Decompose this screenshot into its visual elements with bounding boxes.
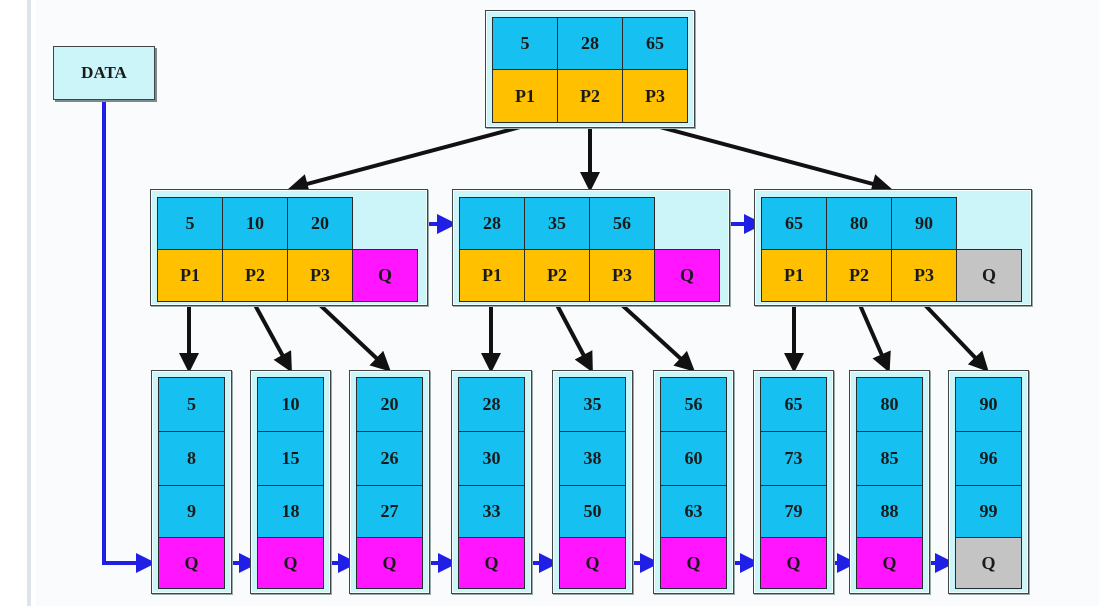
- next-pointer: Q: [257, 537, 324, 589]
- root-node: 5 28 65 P1 P2 P3: [485, 10, 695, 128]
- next-pointer: Q: [559, 537, 626, 589]
- next-pointer: Q: [352, 249, 418, 302]
- root-key: 65: [622, 17, 688, 70]
- leaf-node: 56 60 63 Q: [653, 370, 734, 594]
- leaf-key: 20: [356, 377, 423, 432]
- leaf-key: 35: [559, 377, 626, 432]
- internal-key: 80: [826, 197, 892, 250]
- leaf-key: 88: [856, 485, 923, 538]
- internal-pointer: P1: [459, 249, 525, 302]
- internal-key: 10: [222, 197, 288, 250]
- leaf-node: 35 38 50 Q: [552, 370, 633, 594]
- leaf-key: 28: [458, 377, 525, 432]
- leaf-key: 5: [158, 377, 225, 432]
- leaf-key: 96: [955, 431, 1022, 486]
- internal-key: 20: [287, 197, 353, 250]
- internal-key: 56: [589, 197, 655, 250]
- leaf-key: 85: [856, 431, 923, 486]
- next-pointer: Q: [856, 537, 923, 589]
- edge-i2-p3: [620, 303, 695, 372]
- leaf-key: 63: [660, 485, 727, 538]
- edge-i2-p2: [555, 304, 593, 373]
- leaf-node: 80 85 88 Q: [849, 370, 930, 594]
- internal-pointer: P2: [222, 249, 288, 302]
- leaf-key: 18: [257, 485, 324, 538]
- edge-i1-p2: [253, 304, 292, 373]
- leaf-node: 65 73 79 Q: [753, 370, 834, 594]
- leaf-key: 80: [856, 377, 923, 432]
- internal-key: 90: [891, 197, 957, 250]
- leaf-key: 8: [158, 431, 225, 486]
- null-pointer: Q: [955, 537, 1022, 589]
- leaf-key: 10: [257, 377, 324, 432]
- root-key: 28: [557, 17, 623, 70]
- leaf-key: 50: [559, 485, 626, 538]
- internal-node: 65 80 90 P1 P2 P3 Q: [754, 189, 1032, 306]
- leaf-node: 20 26 27 Q: [349, 370, 430, 594]
- root-key: 5: [492, 17, 558, 70]
- leaf-node: 28 30 33 Q: [451, 370, 532, 594]
- internal-pointer: P3: [589, 249, 655, 302]
- leaf-key: 33: [458, 485, 525, 538]
- root-pointer: P3: [622, 69, 688, 123]
- internal-pointer: P1: [761, 249, 827, 302]
- leaf-key: 9: [158, 485, 225, 538]
- root-pointer: P1: [492, 69, 558, 123]
- next-pointer: Q: [654, 249, 720, 302]
- leaf-key: 15: [257, 431, 324, 486]
- internal-key: 5: [157, 197, 223, 250]
- leaf-key: 30: [458, 431, 525, 486]
- internal-pointer: P3: [891, 249, 957, 302]
- leaf-key: 99: [955, 485, 1022, 538]
- left-border: [0, 0, 33, 606]
- edge-i1-p3: [318, 303, 391, 372]
- edge-i3-p3: [923, 303, 989, 372]
- internal-pointer: P2: [826, 249, 892, 302]
- internal-node: 28 35 56 P1 P2 P3 Q: [452, 189, 730, 306]
- next-pointer: Q: [356, 537, 423, 589]
- next-pointer: Q: [458, 537, 525, 589]
- edge-root-p1: [288, 124, 525, 194]
- root-pointer: P2: [557, 69, 623, 123]
- internal-pointer: P2: [524, 249, 590, 302]
- link-data-leaf: [102, 101, 156, 573]
- next-pointer: Q: [760, 537, 827, 589]
- leaf-key: 65: [760, 377, 827, 432]
- null-pointer: Q: [956, 249, 1022, 302]
- internal-pointer: P1: [157, 249, 223, 302]
- leaf-key: 90: [955, 377, 1022, 432]
- next-pointer: Q: [158, 537, 225, 589]
- internal-key: 28: [459, 197, 525, 250]
- data-label: DATA: [81, 63, 127, 82]
- leaf-node: 10 15 18 Q: [250, 370, 331, 594]
- next-pointer: Q: [660, 537, 727, 589]
- leaf-node: 90 96 99 Q: [948, 370, 1029, 594]
- leaf-key: 73: [760, 431, 827, 486]
- leaf-node: 5 8 9 Q: [151, 370, 232, 594]
- internal-key: 35: [524, 197, 590, 250]
- leaf-key: 26: [356, 431, 423, 486]
- internal-node: 5 10 20 P1 P2 P3 Q: [150, 189, 428, 306]
- leaf-key: 79: [760, 485, 827, 538]
- data-pointer-box: DATA: [53, 46, 155, 100]
- leaf-key: 60: [660, 431, 727, 486]
- edge-i3-p2: [858, 304, 891, 373]
- internal-pointer: P3: [287, 249, 353, 302]
- edge-root-p3: [655, 124, 892, 194]
- internal-key: 65: [761, 197, 827, 250]
- leaf-key: 27: [356, 485, 423, 538]
- leaf-key: 56: [660, 377, 727, 432]
- leaf-key: 38: [559, 431, 626, 486]
